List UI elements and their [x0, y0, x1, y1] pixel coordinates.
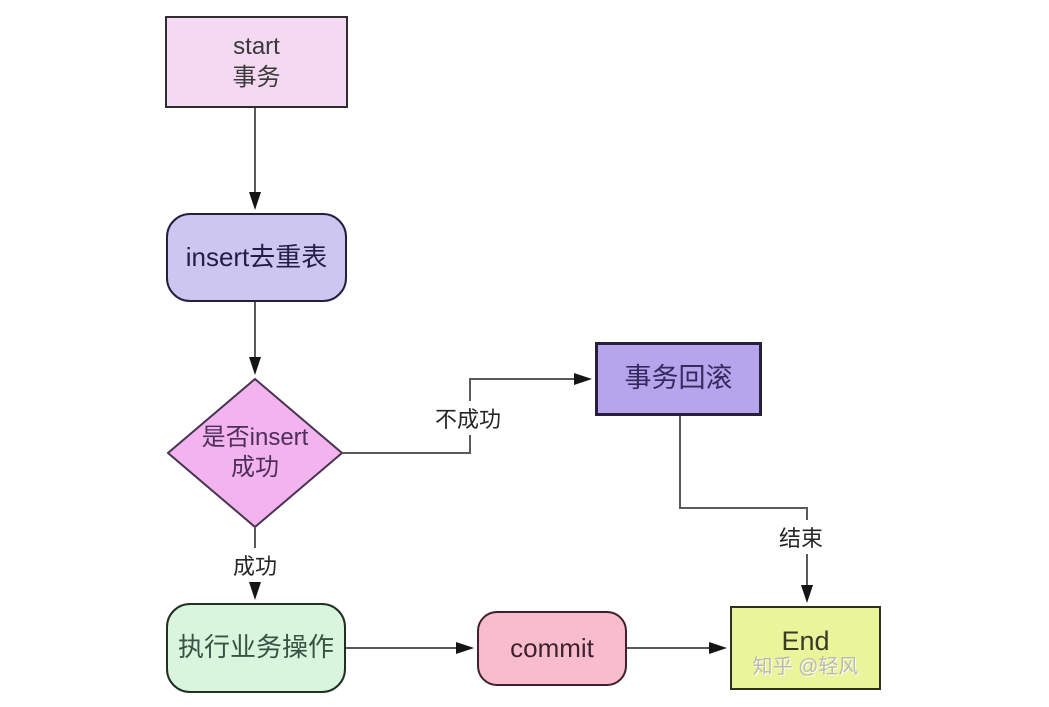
edge-label-finish: 结束 [774, 520, 828, 554]
node-start-label-line1: start [233, 32, 280, 60]
node-insert-dedup-table: insert去重表 [166, 213, 347, 302]
node-decision-label-line2: 成功 [231, 454, 279, 481]
node-commit-label: commit [510, 632, 594, 663]
edge-label-fail: 不成功 [430, 401, 506, 435]
edge-label-success: 成功 [228, 548, 282, 582]
node-end-label: End [781, 626, 830, 657]
node-transaction-rollback: 事务回滚 [595, 342, 762, 416]
edge-rollback-to-end [679, 416, 813, 603]
node-commit: commit [477, 611, 627, 686]
node-rollback-label: 事务回滚 [624, 363, 733, 394]
diamond-shape [167, 378, 343, 528]
node-start: start 事务 [165, 16, 348, 108]
node-end: End 知乎 @轻风 [730, 606, 881, 690]
node-insert-label: insert去重表 [185, 241, 328, 272]
node-execute-business-operation: 执行业务操作 [166, 603, 346, 693]
node-decision-label-line1: 是否insert [201, 424, 309, 451]
node-decision-label: 是否insert 成功 [202, 423, 309, 483]
node-decision-insert-success: 是否insert 成功 [167, 378, 343, 528]
node-execute-label: 执行业务操作 [177, 632, 334, 663]
node-start-label-line2: 事务 [232, 64, 281, 91]
